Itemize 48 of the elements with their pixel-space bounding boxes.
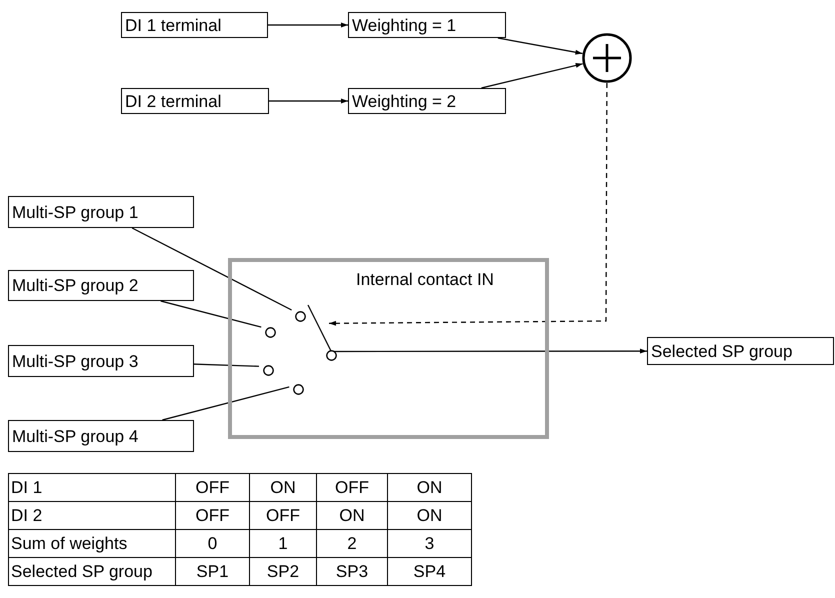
table-cell: ON <box>388 474 472 502</box>
internal-contact-frame <box>228 258 549 439</box>
contact-terminal <box>265 327 276 338</box>
contact-terminal <box>263 365 274 376</box>
switch-blade <box>307 304 333 351</box>
table-cell: 0 <box>176 530 250 558</box>
arrow <box>269 98 348 104</box>
table-cell: DI 2 <box>8 502 176 530</box>
weighting-box: Weighting = 2 <box>348 88 506 114</box>
table-cell: ON <box>388 502 472 530</box>
table-cell: OFF <box>250 502 316 530</box>
leader-line <box>194 364 260 367</box>
arrow <box>481 63 583 89</box>
arrow <box>268 22 348 28</box>
table-cell: DI 1 <box>8 474 176 502</box>
weighting-box: Weighting = 1 <box>348 12 506 38</box>
terminal-box: DI 2 terminal <box>121 88 269 114</box>
group-box: Multi-SP group 2 <box>8 270 194 301</box>
group-box: Multi-SP group 4 <box>8 420 194 452</box>
table-cell: 1 <box>250 530 316 558</box>
table-cell: SP4 <box>388 558 472 586</box>
control-arrow <box>329 83 608 326</box>
table-cell: OFF <box>176 502 250 530</box>
group-box: Multi-SP group 3 <box>8 345 194 377</box>
table-cell: SP1 <box>176 558 250 586</box>
arrow <box>498 37 582 55</box>
leader-line <box>160 300 262 328</box>
table-cell: SP2 <box>250 558 316 586</box>
table-cell: 2 <box>316 530 388 558</box>
terminal-box: DI 1 terminal <box>121 12 268 38</box>
summing-junction <box>582 33 632 83</box>
arrow <box>333 348 647 354</box>
group-box: Multi-SP group 1 <box>8 196 194 228</box>
table-cell: OFF <box>176 474 250 502</box>
table-cell: OFF <box>316 474 388 502</box>
table-cell: ON <box>250 474 316 502</box>
frame-title: Internal contact IN <box>356 270 494 290</box>
leader-line <box>132 227 292 311</box>
table-cell: 3 <box>388 530 472 558</box>
leader-line <box>162 386 290 421</box>
table-cell: Selected SP group <box>8 558 176 586</box>
table-cell: ON <box>316 502 388 530</box>
table-cell: SP3 <box>316 558 388 586</box>
output-box: Selected SP group <box>647 337 834 365</box>
contact-terminal <box>293 384 304 395</box>
table-cell: Sum of weights <box>8 530 176 558</box>
contact-terminal <box>326 350 337 361</box>
contact-terminal <box>295 311 306 322</box>
